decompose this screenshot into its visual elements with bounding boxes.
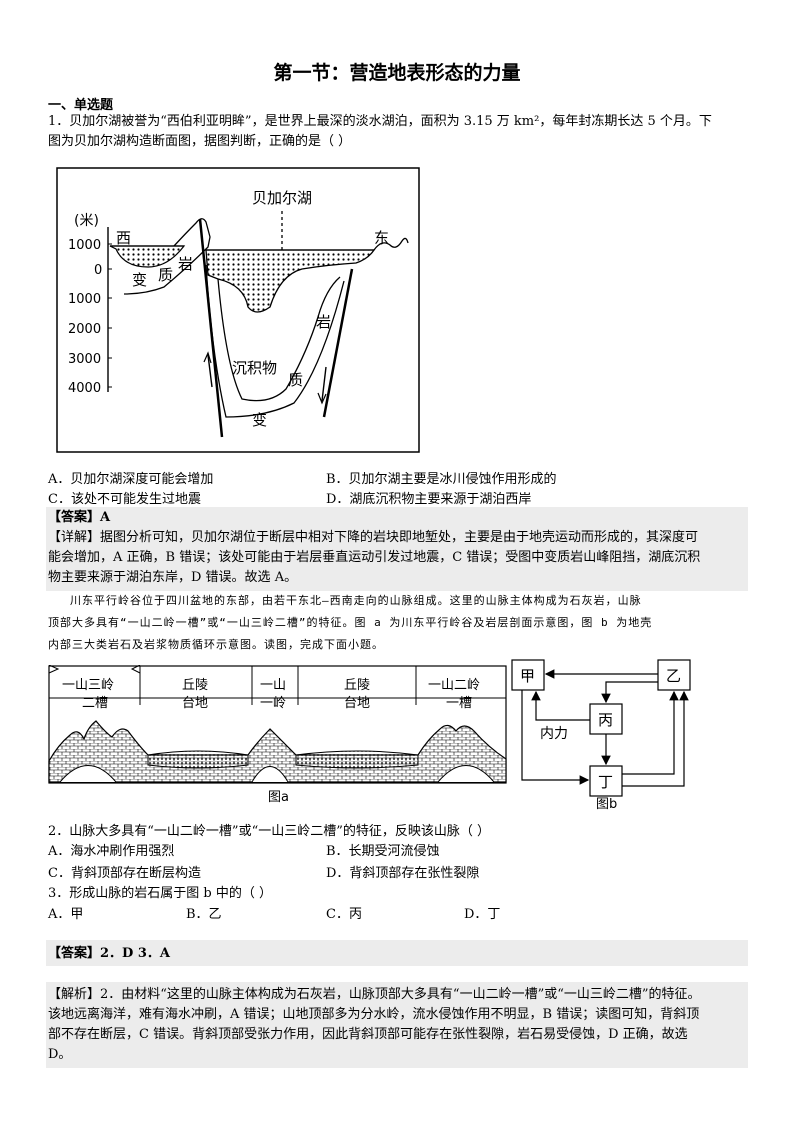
q1-stem-line1: 1．贝加尔湖被誉为“西伯利亚明眸”，是世界上最深的淡水湖泊，面积为 3.15 万… — [48, 114, 712, 129]
fig-a-seg4-l1: 丘陵 — [344, 678, 370, 693]
q1-option-b[interactable]: B．贝加尔湖主要是冰川侵蚀作用形成的 — [326, 472, 557, 487]
q1-option-d[interactable]: D．湖底沉积物主要来源于湖泊西岸 — [326, 492, 532, 507]
node-jia — [511, 659, 545, 691]
q2-q3-answer: 【答案】2．D 3．A — [48, 946, 170, 961]
q1-detail-line1: 【详解】据图分析可知，贝加尔湖位于断层中相对下降的岩块即地堑处，主要是由于地壳运… — [48, 530, 699, 545]
q3-stem: 3．形成山脉的岩石属于图 b 中的（ ） — [48, 886, 272, 901]
q2-option-a[interactable]: A．海水冲刷作用强烈 — [48, 844, 175, 859]
ytick-2000: 2000 — [68, 322, 101, 337]
material-line3: 内部三大类岩石及岩浆物质循环示意图。读图，完成下面小题。 — [48, 638, 384, 651]
ytick-0: 0 — [94, 263, 102, 278]
west-label: 西 — [116, 229, 131, 247]
rock-label-2: 质 — [158, 266, 173, 284]
q1-detail-line3: 物主要来源于湖泊东岸，D 错误。故选 A。 — [48, 570, 298, 585]
q3-option-c[interactable]: C．丙 — [326, 907, 362, 922]
fig-a-seg1-l2: 二槽 — [82, 696, 108, 711]
analysis-line3: 部不存在断层，C 错误。背斜顶部受张力作用，因此背斜顶部可能存在张性裂隙，岩石易… — [48, 1027, 688, 1042]
lake-sediment — [205, 249, 376, 313]
figure-b-rock-cycle: 甲 乙 丙 丁 内力 图b — [511, 659, 691, 812]
q2-option-b[interactable]: B．长期受河流侵蚀 — [326, 844, 440, 859]
unit-label: (米) — [74, 213, 99, 229]
rock-label-1: 变 — [132, 271, 147, 289]
page-title: 第一节：营造地表形态的力量 — [273, 62, 521, 84]
ytick-1000-above: 1000 — [68, 238, 101, 253]
fig-a-seg2-l2: 台地 — [182, 696, 208, 711]
rock-label-3: 岩 — [178, 255, 193, 273]
q1-answer: 【答案】A — [48, 510, 111, 525]
node-jia-label: 甲 — [520, 667, 535, 685]
q3-option-b[interactable]: B．乙 — [186, 907, 222, 922]
q1-detail-line2: 能会增加，A 正确，B 错误；该处可能由于岩层垂直运动引发过地震，C 错误；受图… — [48, 550, 701, 565]
q1-stem-line2: 图为贝加尔湖构造断面图，据图判断，正确的是（ ） — [48, 134, 352, 149]
q3-option-d[interactable]: D．丁 — [464, 907, 501, 922]
q2-option-d[interactable]: D．背斜顶部存在张性裂隙 — [326, 866, 480, 881]
rock-label-4: 岩 — [316, 313, 331, 331]
node-ding — [589, 765, 623, 797]
section-heading: 一、单选题 — [48, 98, 114, 113]
q3-option-a[interactable]: A．甲 — [48, 907, 84, 922]
node-ding-label: 丁 — [598, 773, 613, 791]
q2-stem: 2．山脉大多具有“一山二岭一槽”或“一山三岭二槽”的特征，反映该山脉（ ） — [48, 824, 490, 839]
ytick-3000: 3000 — [68, 352, 101, 367]
fig-a-seg4-l2: 台地 — [344, 696, 370, 711]
baikal-cross-section-figure: (米) 1000 0 1000 2000 3000 4000 贝加尔湖 西 东 … — [56, 167, 420, 453]
node-yi-label: 乙 — [666, 667, 681, 685]
analysis-line4: D。 — [48, 1047, 72, 1062]
analysis-block — [46, 982, 748, 1068]
ytick-1000: 1000 — [68, 292, 101, 307]
q1-option-c[interactable]: C．该处不可能发生过地震 — [48, 492, 201, 507]
fig-a-seg3-l1: 一山 — [260, 678, 286, 693]
material-line2: 顶部大多具有“一山二岭一槽”或“一山三岭二槽”的特征。图 a 为川东平行岭谷及岩… — [48, 616, 653, 629]
west-basin-sediment — [109, 245, 186, 268]
rock-label-5: 质 — [288, 371, 303, 389]
fig-b-label: 图b — [596, 797, 617, 812]
inner-force-label: 内力 — [540, 726, 568, 742]
fig-a-seg1-l1: 一山三岭 — [62, 678, 114, 693]
ytick-4000: 4000 — [68, 381, 101, 396]
fig-a-label: 图a — [268, 790, 289, 803]
sediment-label: 沉积物 — [232, 359, 277, 377]
analysis-line1: 【解析】2．由材料“这里的山脉主体构成为石灰岩，山脉顶部大多具有“一山二岭一槽”… — [48, 987, 701, 1002]
fig-a-seg5-l2: 一槽 — [446, 696, 472, 711]
east-fault — [322, 268, 354, 418]
figure-a-parallel-ridge-profile: 一山三岭 二槽 丘陵 台地 一山 一岭 丘陵 台地 一山二岭 一槽 图a — [48, 665, 507, 803]
node-bing-label: 丙 — [598, 711, 613, 729]
analysis-line2: 该地远离海洋，难有海水冲刷，A 错误；山地顶部多为分水岭，流水侵蚀作用不明显，B… — [48, 1007, 700, 1022]
q1-option-a[interactable]: A．贝加尔湖深度可能会增加 — [48, 472, 214, 487]
node-yi — [657, 659, 691, 691]
material-line1: 川东平行岭谷位于四川盆地的东部，由若干东北—西南走向的山脉组成。这里的山脉主体构… — [70, 594, 642, 607]
answer-block-1 — [46, 507, 748, 591]
fig-a-seg2-l1: 丘陵 — [182, 678, 208, 693]
west-mountain-outline — [123, 218, 211, 295]
q2-option-c[interactable]: C．背斜顶部存在断层构造 — [48, 866, 201, 881]
east-label: 东 — [374, 229, 389, 247]
lake-label: 贝加尔湖 — [252, 189, 312, 207]
fig-a-seg3-l2: 一岭 — [260, 696, 286, 711]
fig-a-seg5-l1: 一山二岭 — [428, 678, 480, 693]
figure-frame — [56, 167, 420, 453]
answer-block-2 — [46, 940, 748, 966]
rock-label-6: 变 — [252, 411, 267, 429]
